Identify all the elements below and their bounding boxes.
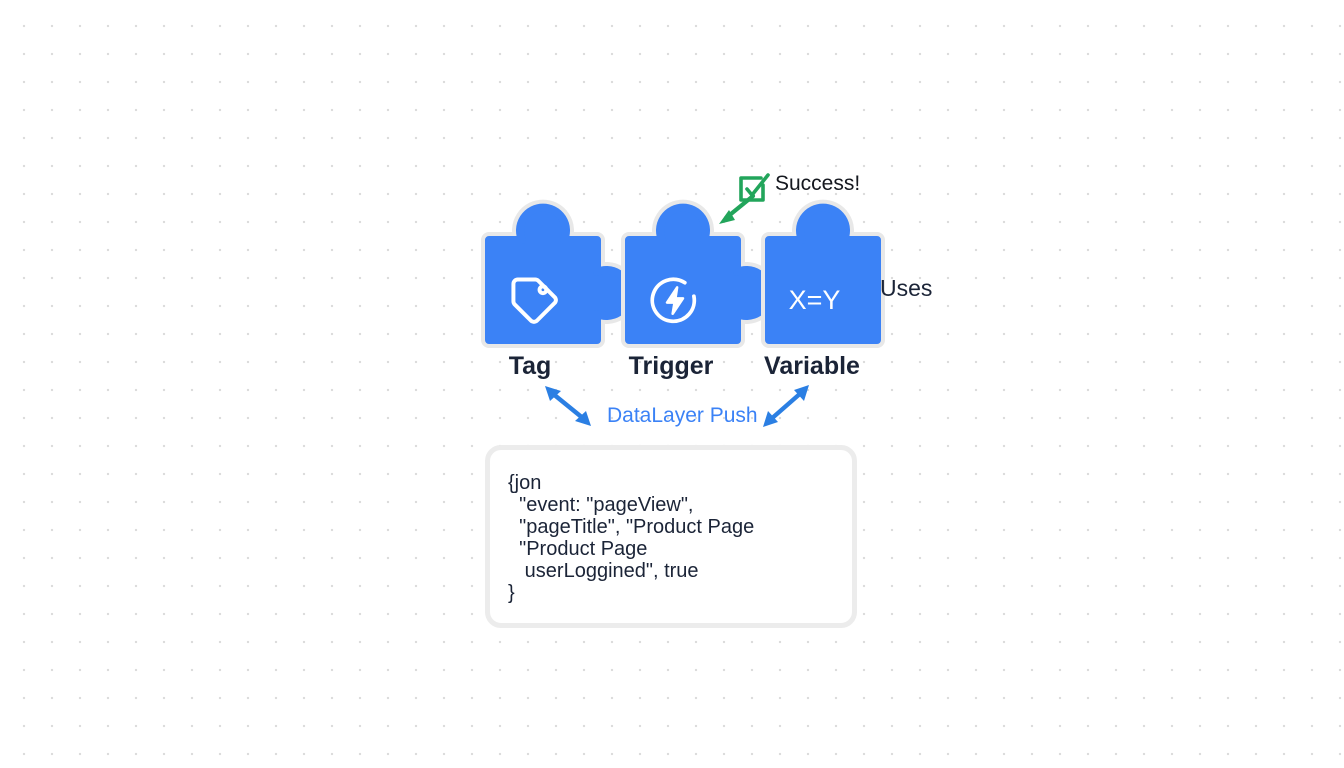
piece-label-tag: Tag — [508, 352, 552, 380]
variable-piece-shape — [761, 199, 885, 348]
check-square-icon — [739, 173, 770, 202]
piece-label-trigger: Trigger — [628, 352, 714, 380]
datalayer-code-box[interactable]: {jon "event: "pageView", "pageTitle", "P… — [485, 445, 857, 628]
datalayer-code-text: {jon "event: "pageView", "pageTitle", "P… — [508, 472, 755, 604]
success-label: Success! — [775, 172, 861, 195]
piece-label-variable: Variable — [764, 352, 860, 380]
datalayer-left-double-arrow-icon — [545, 386, 591, 426]
success-arrow-and-icon — [719, 173, 770, 224]
uses-label: Uses — [880, 275, 933, 301]
success-annotation: Success! — [705, 172, 935, 242]
datalayer-right-double-arrow-icon — [763, 385, 809, 427]
trigger-piece-shape — [621, 199, 778, 348]
puzzle-piece-tag[interactable] — [477, 199, 638, 348]
tag-piece-shape — [481, 199, 638, 348]
datalayer-push-label: DataLayer Push — [607, 404, 758, 427]
